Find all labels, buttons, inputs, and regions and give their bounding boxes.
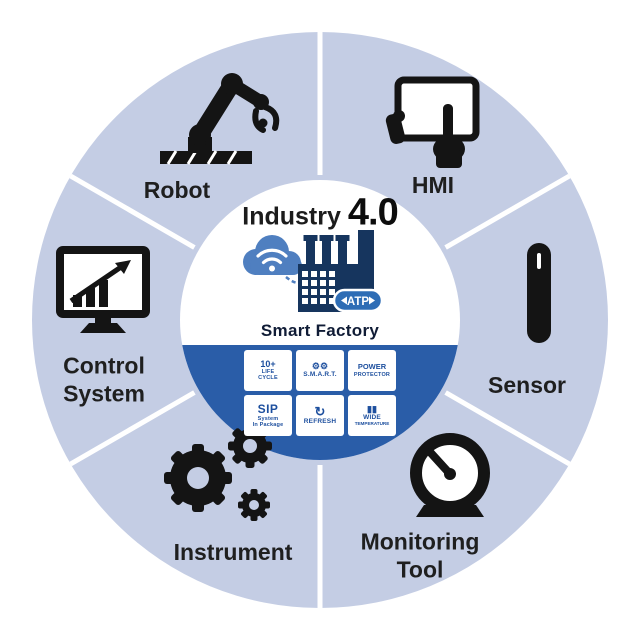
segment-label-hmi: HMI <box>411 172 455 199</box>
segment-label-instrument: Instrument <box>173 539 293 566</box>
gauge-icon <box>410 433 490 517</box>
probe-icon <box>527 243 551 343</box>
atp-badge: ATP <box>332 288 384 313</box>
badge-line: CYCLE <box>258 375 278 382</box>
badge-life-cycle: 10+ LIFE CYCLE <box>244 350 292 391</box>
badge-line: REFRESH <box>303 418 337 426</box>
divider-upper-right <box>444 173 571 250</box>
badge-line: S.M.A.R.T. <box>303 371 337 379</box>
badge-power-protector: POWER PROTECTOR <box>348 350 396 391</box>
cloud-icon <box>243 235 302 275</box>
segment-label-robot: Robot <box>143 177 211 204</box>
thermometer-glyph-icon: ▮▮ <box>367 403 377 414</box>
badge-sip: SIP System In Package <box>244 395 292 436</box>
factory-windows <box>302 271 335 304</box>
wifi-icon <box>256 248 288 265</box>
divider-lower-right <box>444 390 571 467</box>
tablet-hands-icon <box>385 76 480 168</box>
gears-glyph-icon: ⚙⚙ <box>311 361 329 372</box>
robot-arm-icon <box>160 73 280 165</box>
gear-small <box>238 489 270 521</box>
smart-factory-label: Smart Factory <box>260 321 380 340</box>
badge-refresh: ↻ REFRESH <box>296 395 344 436</box>
segment-label-monitoring-tool: Monitoring Tool <box>360 528 480 582</box>
badge-line: TEMPERATURE <box>354 421 390 427</box>
segment-label-sensor: Sensor <box>488 372 566 399</box>
feature-badges: 10+ LIFE CYCLE ⚙⚙ S.M.A.R.T. POWER PROTE… <box>244 350 397 436</box>
segment-dividers <box>69 32 571 608</box>
badge-line: LIFE <box>261 369 275 376</box>
atp-label: ATP <box>347 296 369 308</box>
badge-line: POWER <box>357 362 387 372</box>
refresh-glyph-icon: ↻ <box>314 404 326 420</box>
badge-line: System <box>257 416 279 423</box>
badge-smart: ⚙⚙ S.M.A.R.T. <box>296 350 344 391</box>
badge-line: WIDE <box>363 413 381 421</box>
version-text: 4.0 <box>347 191 399 234</box>
divider-lower-left <box>69 390 196 467</box>
badge-line: PROTECTOR <box>353 371 391 378</box>
badge-wide-temperature: ▮▮ WIDE TEMPERATURE <box>348 395 396 436</box>
gear-large <box>164 444 232 512</box>
center-title: Industry 4.0 <box>242 191 399 235</box>
monitor-chart-icon <box>56 246 150 333</box>
segment-label-control-system: Control System <box>63 352 145 406</box>
badge-line: 10+ <box>260 358 276 369</box>
badge-line: In Package <box>252 422 284 429</box>
industry-text: Industry <box>242 202 341 231</box>
divider-upper-left <box>69 173 196 250</box>
badge-line: SIP <box>257 401 279 416</box>
